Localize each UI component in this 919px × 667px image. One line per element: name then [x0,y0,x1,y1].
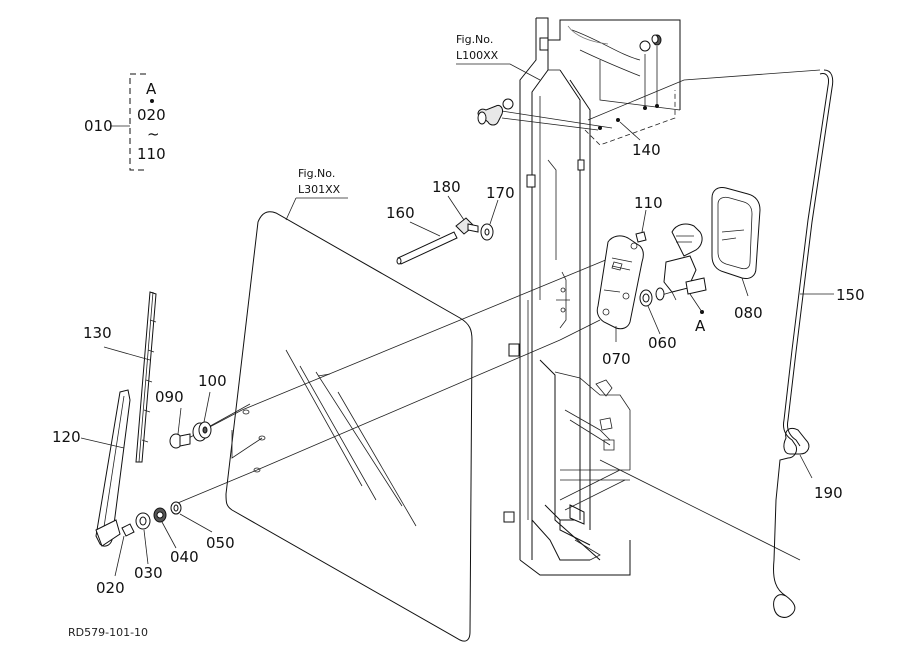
callout-190: 190 [814,484,843,502]
legend-range-start: 020 [137,106,166,124]
assembly-legend: 010 A 020 ~ 110 [84,73,166,171]
callout-020: 020 [96,579,125,597]
fig-ref-prefix: Fig.No. [456,33,493,46]
part-160-shaft [396,231,458,265]
legend-part-number: 010 [84,117,113,135]
part-110-nut [635,231,647,243]
part-070-bracket [596,235,644,330]
part-020-nut [121,523,135,537]
part-090-cap [169,433,191,449]
legend-range-tilde: ~ [147,125,160,143]
callout-040: 040 [170,548,199,566]
fig-ref-leaders [285,63,541,221]
part-050-grommet [170,501,182,515]
callout-100: 100 [198,372,227,390]
legend-ref-letter: A [146,80,157,98]
callout-030: 030 [134,564,163,582]
fig-ref-l301xx: Fig.No. L301XX [298,167,341,196]
fig-ref-code: L301XX [298,183,341,196]
part-130-blade [135,291,157,463]
callout-labels: 130 120 090 100 020 030 040 050 160 180 … [52,141,865,597]
callout-140: 140 [632,141,661,159]
fig-ref-code: L100XX [456,49,499,62]
callout-070: 070 [602,350,631,368]
part-120-arm [95,389,131,547]
fig-ref-prefix: Fig.No. [298,167,335,180]
callout-060: 060 [648,334,677,352]
cab-frame [503,17,681,576]
part-150-hose [773,69,834,618]
part-100-bushing [192,421,212,442]
callout-120: 120 [52,428,81,446]
legend-range-end: 110 [137,145,166,163]
part-140-nozzle [477,34,662,130]
part-060-nut [639,289,653,307]
callout-ref-a: A [695,317,706,335]
callout-160: 160 [386,204,415,222]
callout-150: 150 [836,286,865,304]
fig-ref-l100xx: Fig.No. L100XX [456,33,499,62]
part-180-connector [455,217,479,235]
callout-170: 170 [486,184,515,202]
diagram-code: RD579-101-10 [68,626,148,639]
callout-leaders [80,121,834,577]
part-040-washer [153,507,167,523]
part-080-cover [711,187,761,279]
wiper-motor [655,223,707,314]
callout-180: 180 [432,178,461,196]
door-glass [225,211,473,642]
callout-130: 130 [83,324,112,342]
callout-090: 090 [155,388,184,406]
callout-080: 080 [734,304,763,322]
part-170-washer [480,223,494,241]
callout-110: 110 [634,194,663,212]
callout-050: 050 [206,534,235,552]
part-030-washer [135,512,151,530]
